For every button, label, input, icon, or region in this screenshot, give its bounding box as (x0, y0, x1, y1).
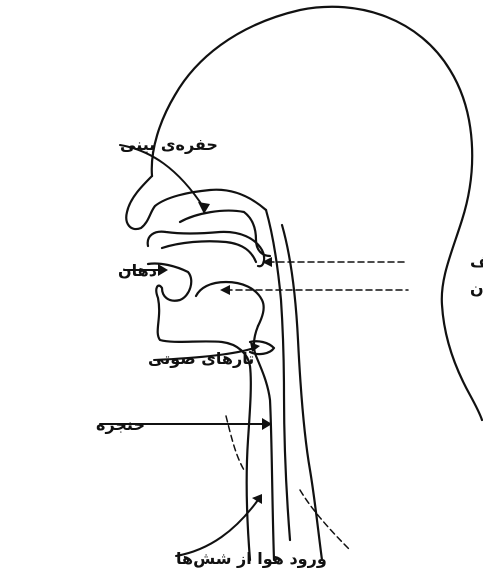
airflow-leader (176, 500, 258, 556)
label-mouth: دهان (118, 261, 157, 280)
trachea-dashed (300, 490, 350, 550)
lower-jaw (148, 263, 251, 560)
label-tongue: زبان (470, 279, 483, 298)
label-vocal-cords: تارهای صوتی (148, 349, 254, 368)
label-air-from-lungs: ورود هوا از شش‌ها (176, 549, 327, 568)
tongue-arrowhead (220, 285, 230, 295)
label-larynx: حنجره (96, 415, 145, 434)
label-palate: سقف (470, 252, 483, 271)
hard-palate (162, 241, 256, 262)
label-nasal-cavity: حفره‌ی بینی (120, 135, 218, 154)
throat-inner-line (254, 326, 274, 560)
nose-outline (126, 176, 266, 229)
